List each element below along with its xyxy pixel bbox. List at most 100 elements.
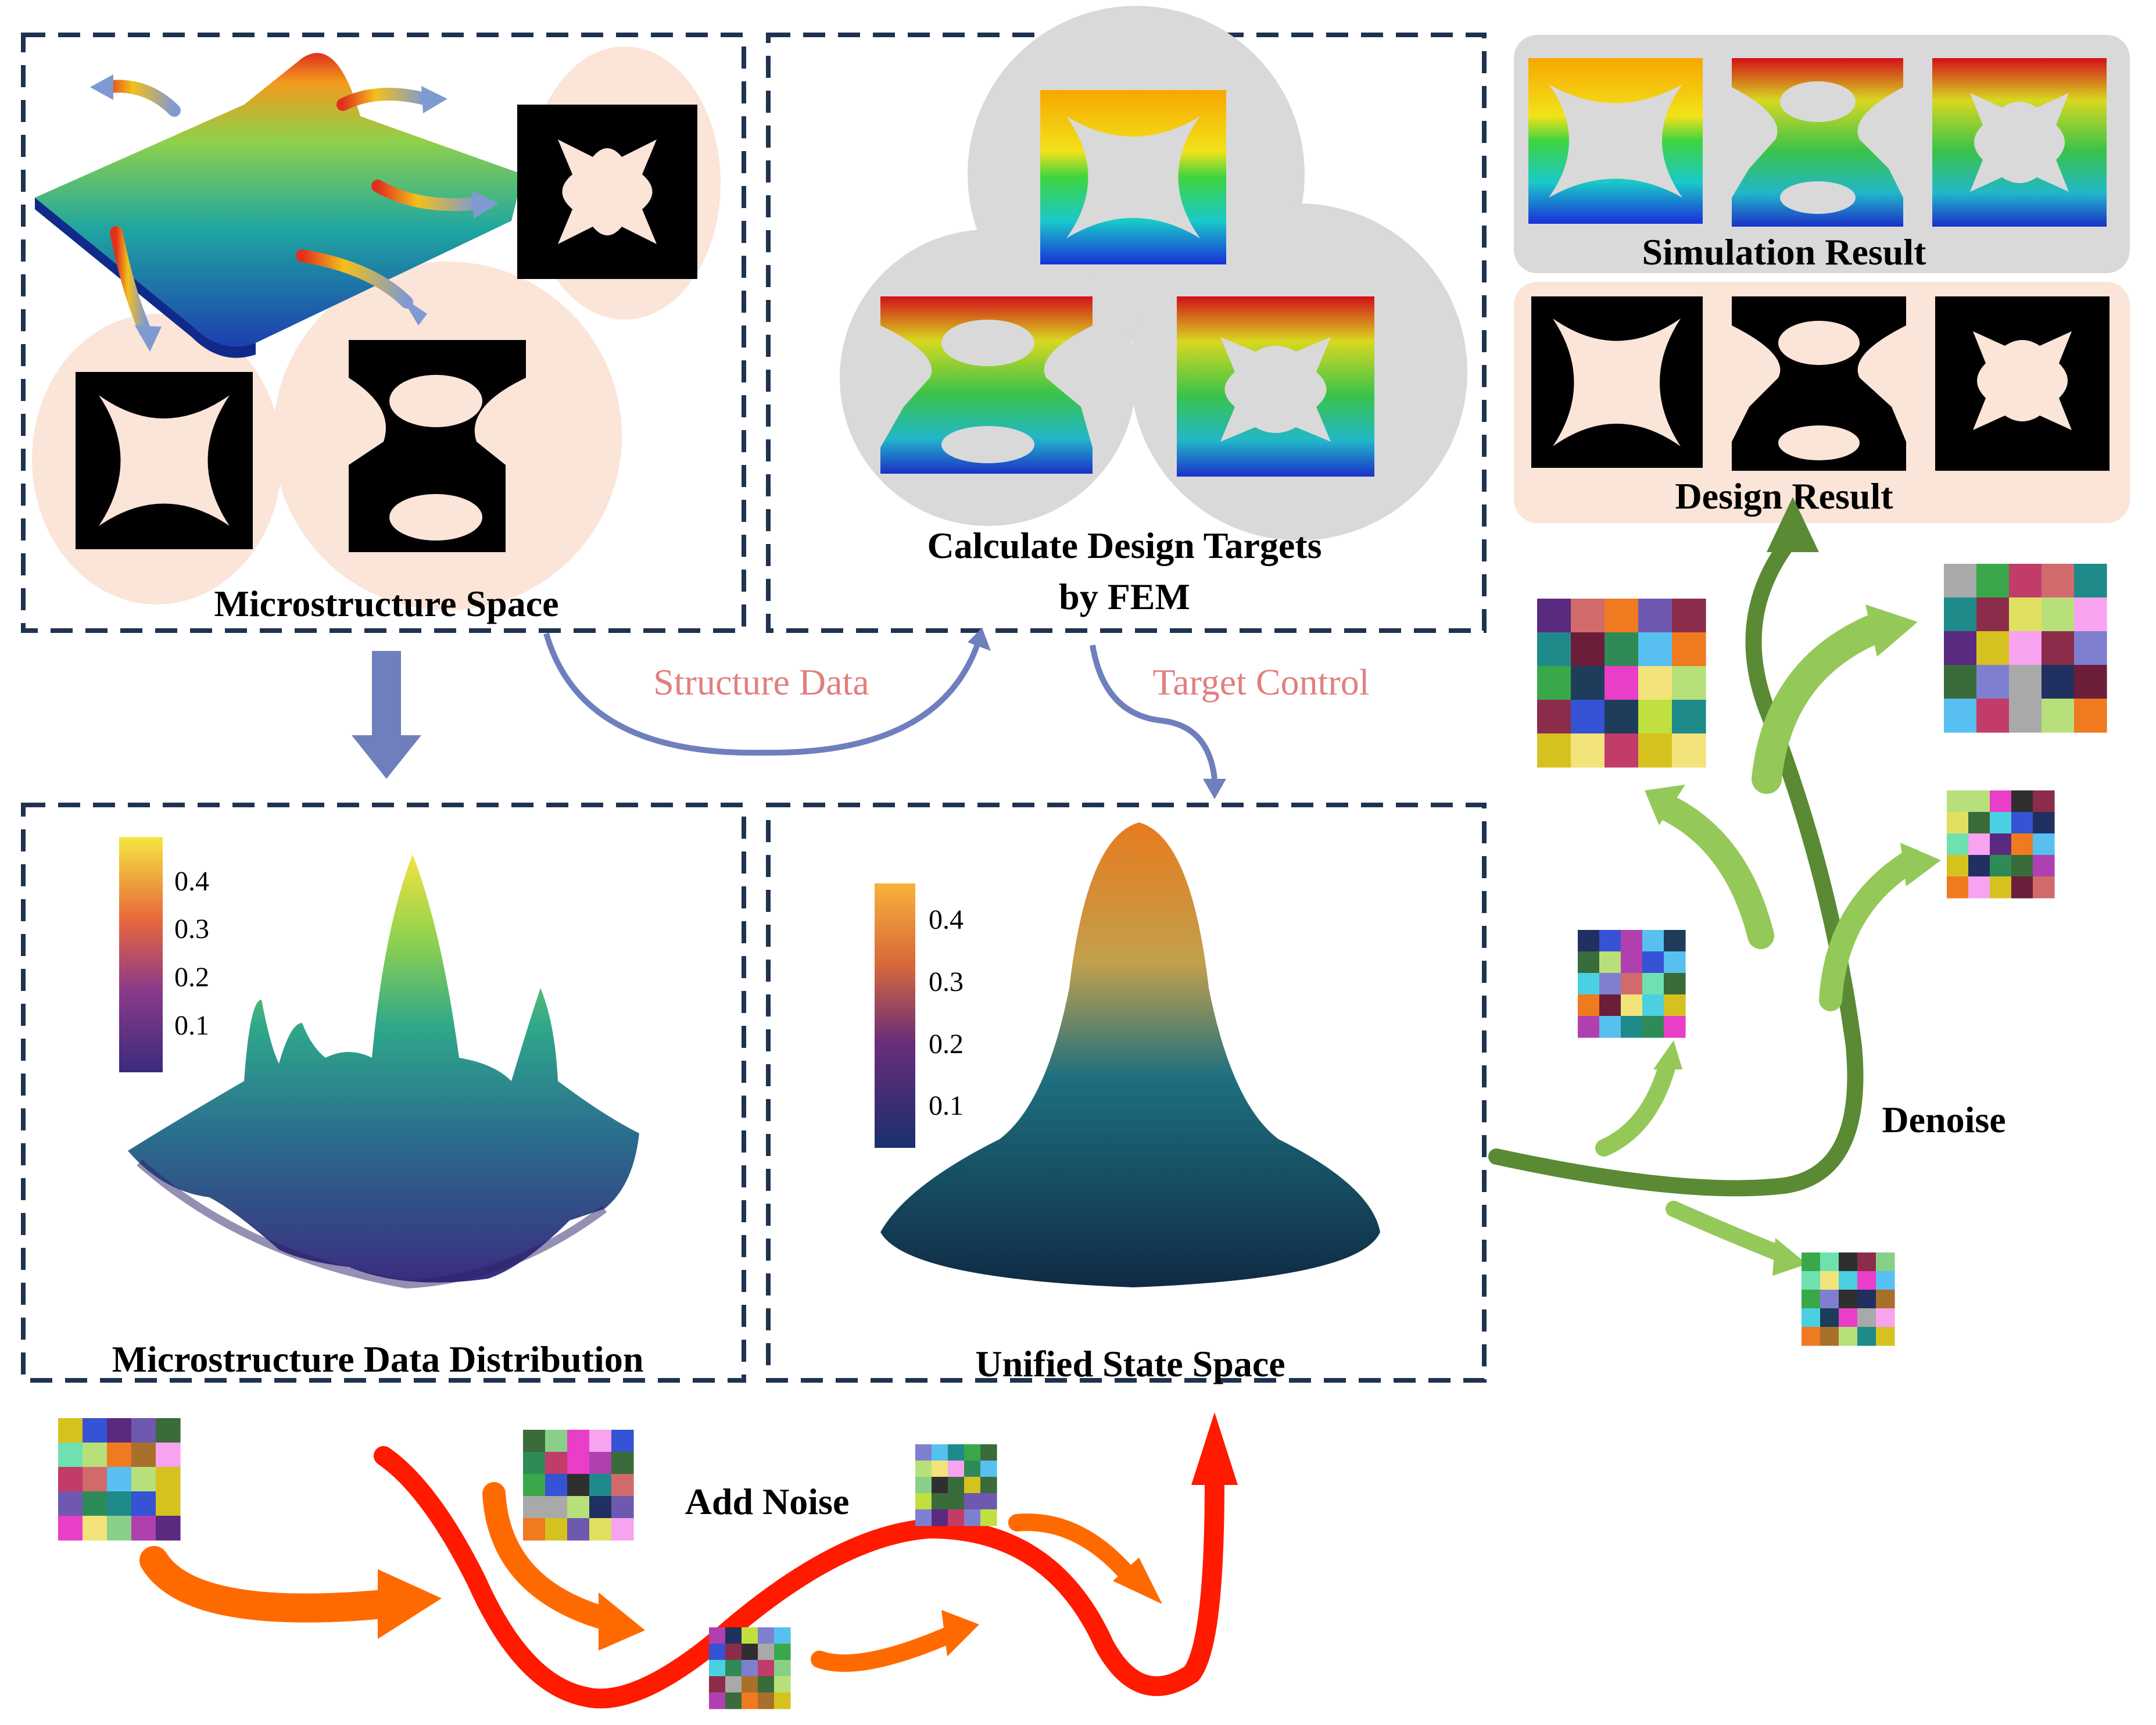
- noise-patch-cell: [2042, 699, 2075, 733]
- noise-patch-cell: [58, 1418, 83, 1443]
- noise-patch-cell: [83, 1491, 108, 1516]
- noise-patch-cell: [1968, 833, 1990, 856]
- noise-patch-cell: [1638, 733, 1672, 768]
- noise-patch-cell: [1621, 951, 1643, 974]
- noise-patch-cell: [915, 1477, 932, 1494]
- noise-patch-cell: [545, 1496, 568, 1519]
- noise-patch-cell: [1944, 564, 1977, 598]
- noise-patch-cell: [1599, 994, 1621, 1017]
- noise-patch-cell: [2074, 564, 2107, 598]
- noise-patch-cell: [758, 1644, 775, 1660]
- noise-patch-cell: [1820, 1252, 1839, 1272]
- noise-patch-cell: [131, 1443, 156, 1468]
- noise-patch-cell: [964, 1461, 981, 1477]
- colorbar-left-tick-3: 0.2: [174, 962, 209, 993]
- noise-patch-cell: [58, 1516, 83, 1541]
- noise-patch-cell: [1642, 1016, 1664, 1038]
- noise-patch-cell: [980, 1509, 997, 1526]
- denoise-dark-arrowhead: [1767, 497, 1819, 552]
- noise-red-curve: [374, 1446, 1224, 1709]
- noise-patch-cell: [742, 1627, 758, 1644]
- noise-patch-cell: [1944, 631, 1977, 665]
- noise-patch-cell: [611, 1496, 634, 1519]
- noise-patch-cell: [1537, 666, 1571, 700]
- noise-patch-cell: [1857, 1252, 1876, 1272]
- label-add-noise: Add Noise: [685, 1481, 850, 1522]
- noise-patch-cell: [709, 1644, 726, 1660]
- noise-patch-cell: [567, 1452, 590, 1475]
- sim-tile-3: [1932, 58, 2107, 227]
- noise-patch-cell: [1968, 855, 1990, 877]
- down-arrow-head: [352, 735, 421, 779]
- noise-patch-cell: [156, 1443, 181, 1468]
- noise-patch-cell: [774, 1644, 791, 1660]
- structure-tile-bone: [349, 340, 526, 552]
- noise-patch-cell: [932, 1493, 948, 1510]
- noise-patch-cell: [107, 1443, 132, 1468]
- noise-patch-cell: [58, 1491, 83, 1516]
- noise-patch-cell: [2042, 665, 2075, 699]
- noise-patch-cell: [2033, 833, 2055, 856]
- noise-patch-cell: [1599, 973, 1621, 995]
- noise-patch-cell: [709, 1676, 726, 1693]
- panel-microstructure-space: [21, 33, 746, 633]
- denoise-dark-curve: [1488, 532, 1864, 1197]
- fem-tile-bone: [880, 296, 1093, 474]
- noise-patch-cell: [948, 1477, 965, 1494]
- noise-patch-cell: [2009, 597, 2042, 632]
- design-result-panel: Design Result: [1514, 282, 2130, 523]
- noise-patch-cell: [709, 1660, 726, 1677]
- colorbar-right-tick-4: 0.1: [929, 1090, 964, 1121]
- noise-patch-cell: [523, 1496, 546, 1519]
- noise-patch-cell: [1839, 1308, 1858, 1327]
- noise-patch-cell: [1571, 733, 1605, 768]
- noise-patch-cell: [58, 1443, 83, 1468]
- noise-patch-cell: [1537, 632, 1571, 667]
- noise-patch-cell: [1820, 1290, 1839, 1309]
- label-target-control: Target Control: [1153, 661, 1370, 703]
- noise-patch-cell: [1947, 812, 1969, 834]
- noise-patch-cell: [2033, 790, 2055, 813]
- noise-patch-cell: [156, 1491, 181, 1516]
- noise-patch-cell: [2009, 665, 2042, 699]
- noise-patch-cell: [1968, 790, 1990, 813]
- noise-patch-cell: [1638, 632, 1672, 667]
- noise-patch-cell: [1664, 951, 1686, 974]
- noise-patch-cell: [1857, 1308, 1876, 1327]
- noise-patch-cell: [1642, 951, 1664, 974]
- noise-patch-cell: [1664, 930, 1686, 952]
- noise-patch-cell: [915, 1509, 932, 1526]
- noise-patch-cell: [2011, 855, 2033, 877]
- noise-patch-cell: [2074, 631, 2107, 665]
- add-noise-process: Add Noise: [139, 1412, 1238, 1709]
- noise-patch-cell: [1876, 1327, 1895, 1346]
- noise-patch-cell: [156, 1418, 181, 1443]
- noise-patch-cell: [589, 1474, 612, 1497]
- noise-patch-cell: [2042, 564, 2075, 598]
- noise-patch-cell: [545, 1430, 568, 1452]
- noise-patch-cell: [589, 1430, 612, 1452]
- noise-patch-cell: [1638, 700, 1672, 734]
- noise-patch-cell: [758, 1627, 775, 1644]
- noise-patch-cell: [2011, 812, 2033, 834]
- noise-patch-cell: [1578, 951, 1600, 974]
- noise-patch-cell: [2009, 631, 2042, 665]
- label-denoise: Denoise: [1882, 1099, 2005, 1140]
- noise-patch-cell: [567, 1430, 590, 1452]
- noise-patch-cell: [1944, 699, 1977, 733]
- noise-patch-cell: [932, 1477, 948, 1494]
- bell-surface: [880, 822, 1380, 1287]
- noise-patch-cell: [131, 1516, 156, 1541]
- noise-patch-cell: [1537, 700, 1571, 734]
- noise-patch-cell: [915, 1461, 932, 1477]
- noise-patch-cell: [107, 1418, 132, 1443]
- noise-patch-cell: [107, 1467, 132, 1492]
- noise-patch-cell: [83, 1443, 108, 1468]
- noise-patch-cell: [774, 1676, 791, 1693]
- noise-patch-cell: [523, 1474, 546, 1497]
- colorbar-left-tick-1: 0.4: [174, 866, 209, 897]
- noise-patch-cell: [1976, 699, 2010, 733]
- noise-patch-cell: [964, 1477, 981, 1494]
- colorbar-right-tick-2: 0.3: [929, 967, 964, 997]
